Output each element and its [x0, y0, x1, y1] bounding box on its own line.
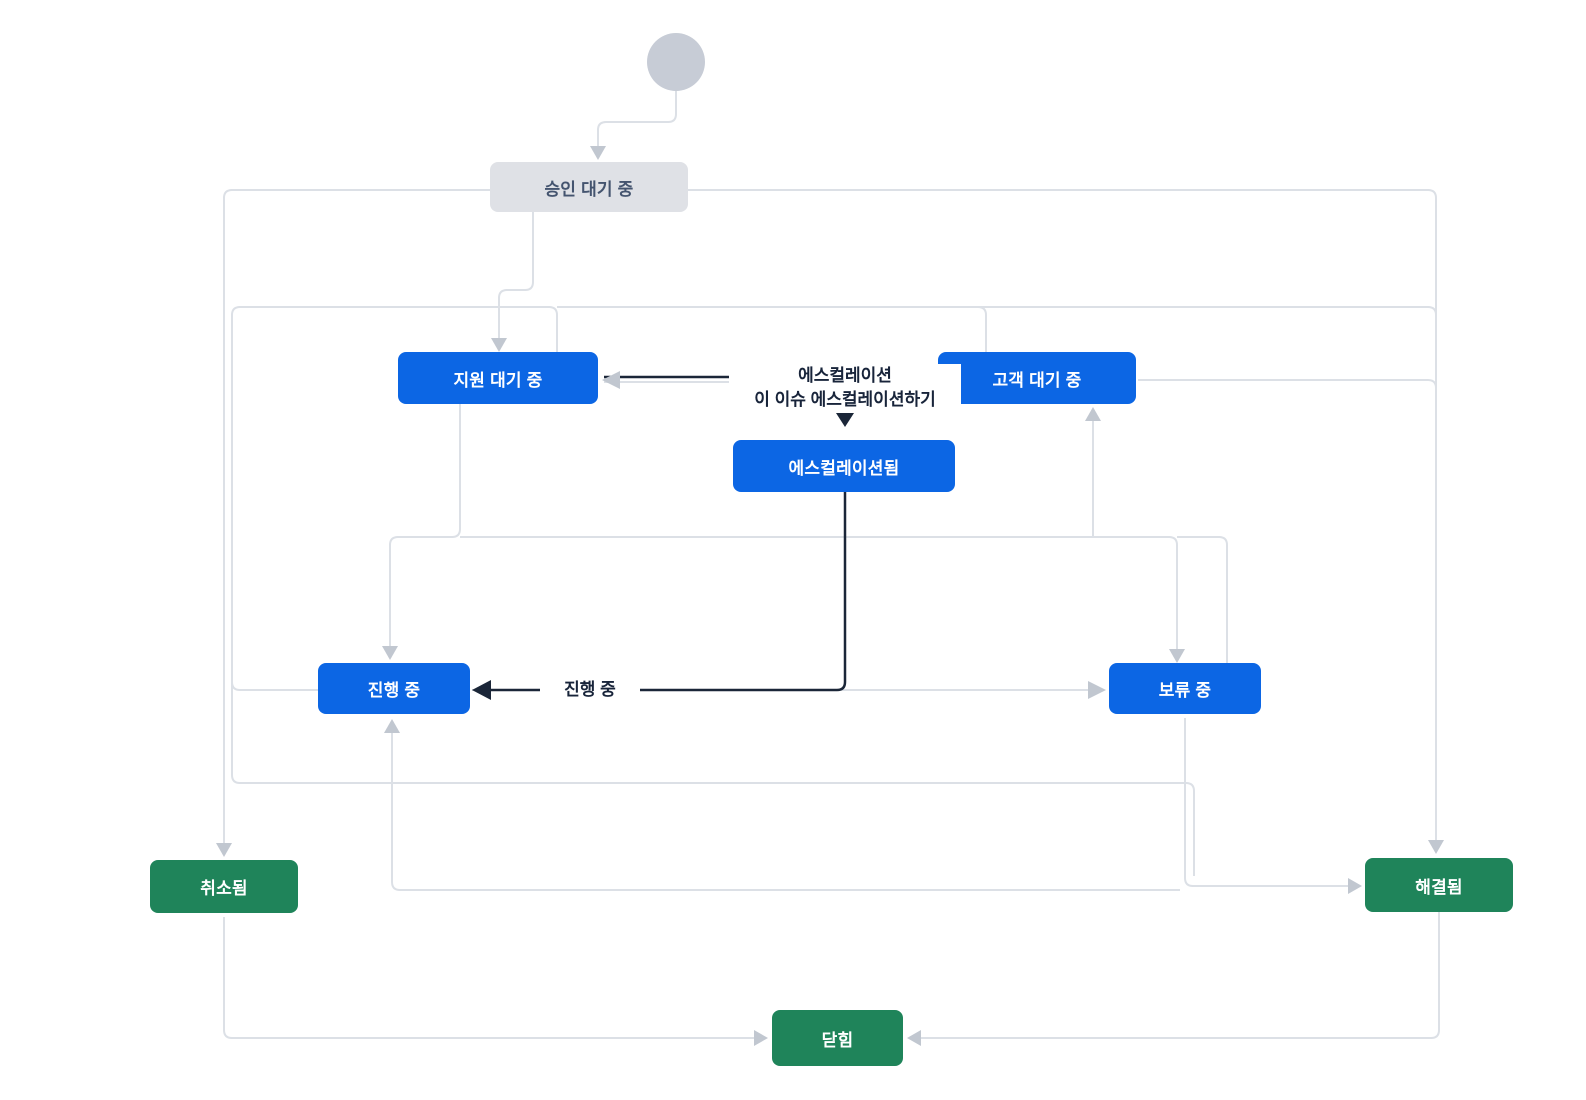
status-canceled[interactable]: 취소됨 — [150, 860, 298, 913]
edge-escalated-to-inprogress[interactable] — [491, 492, 847, 692]
transition-title: 에스컬레이션 — [798, 366, 892, 385]
arrow-into-closed-right — [907, 1030, 921, 1046]
arrow-into-support-top — [491, 338, 507, 352]
edge-approval-to-support[interactable] — [498, 212, 534, 338]
edge-customer-top-branch[interactable] — [977, 306, 987, 352]
status-closed[interactable]: 닫힘 — [772, 1010, 903, 1066]
edge-support-to-resolved[interactable] — [557, 306, 1437, 316]
arrow-into-inprogress-bottom — [384, 719, 400, 733]
transition-label-in-progress[interactable]: 진행 중 — [540, 678, 640, 702]
edge-to-inprogress-bottom[interactable] — [391, 733, 1180, 891]
status-label: 해결됨 — [1415, 877, 1463, 897]
highlighted-connectors — [491, 375, 936, 692]
arrow-into-inprogress-right — [472, 680, 491, 700]
edge-corridor-y783[interactable] — [231, 682, 1195, 876]
edge-canceled-to-closed[interactable] — [223, 917, 754, 1039]
arrow-into-customer-bottom — [1085, 407, 1101, 421]
edge-onhold-to-resolved[interactable] — [1184, 718, 1348, 887]
gray-connectors — [223, 91, 1440, 1039]
arrow-into-resolved-left — [1348, 878, 1362, 894]
status-in-progress[interactable]: 진행 중 — [318, 663, 470, 714]
status-label: 취소됨 — [200, 879, 248, 898]
edge-support-to-inprogress[interactable] — [389, 404, 461, 646]
status-label: 진행 중 — [367, 681, 421, 700]
arrow-into-inprogress-top — [382, 646, 398, 660]
arrow-into-resolved-top — [1428, 840, 1444, 854]
edge-approval-to-resolved[interactable] — [688, 189, 1437, 840]
arrow-into-onhold-top — [1169, 649, 1185, 663]
status-label: 에스컬레이션됨 — [788, 458, 900, 478]
arrow-into-canceled-top — [216, 843, 232, 857]
edge-support-to-onhold[interactable] — [460, 536, 1178, 649]
arrow-into-escalated-top — [836, 413, 854, 427]
status-label: 지원 대기 중 — [453, 370, 543, 390]
arrow-into-onhold-left — [1088, 681, 1106, 699]
dark-arrowheads — [472, 413, 854, 700]
arrow-into-approval-top — [590, 146, 606, 160]
edge-start-to-approval[interactable] — [597, 91, 677, 146]
start-node[interactable] — [647, 33, 705, 91]
status-waiting-for-customer[interactable]: 고객 대기 중 — [938, 352, 1136, 404]
status-resolved[interactable]: 해결됨 — [1365, 858, 1513, 912]
status-pending-approval[interactable]: 승인 대기 중 — [490, 162, 688, 212]
edge-resolved-to-closed[interactable] — [921, 912, 1440, 1039]
edge-customer-to-resolved[interactable] — [1138, 379, 1437, 389]
status-on-hold[interactable]: 보류 중 — [1109, 663, 1261, 714]
status-waiting-for-support[interactable]: 지원 대기 중 — [398, 352, 598, 404]
arrow-into-support-right — [602, 371, 620, 389]
transition-title: 진행 중 — [564, 680, 616, 699]
edge-approval-to-canceled[interactable] — [223, 189, 490, 843]
status-escalated[interactable]: 에스컬레이션됨 — [733, 440, 955, 492]
status-label: 고객 대기 중 — [992, 370, 1082, 390]
arrow-into-closed-left — [754, 1030, 768, 1046]
gray-arrowheads — [216, 146, 1444, 1046]
status-label: 닫힘 — [821, 1030, 854, 1050]
status-label: 승인 대기 중 — [544, 179, 634, 199]
status-label: 보류 중 — [1158, 681, 1212, 700]
edge-inprogress-to-support[interactable] — [231, 306, 558, 691]
edge-onhold-top-branch[interactable] — [1177, 536, 1228, 663]
transition-subtitle: 이 이슈 에스컬레이션하기 — [754, 390, 936, 409]
transition-label-escalation[interactable]: 에스컬레이션 이 이슈 에스컬레이션하기 — [729, 364, 961, 412]
